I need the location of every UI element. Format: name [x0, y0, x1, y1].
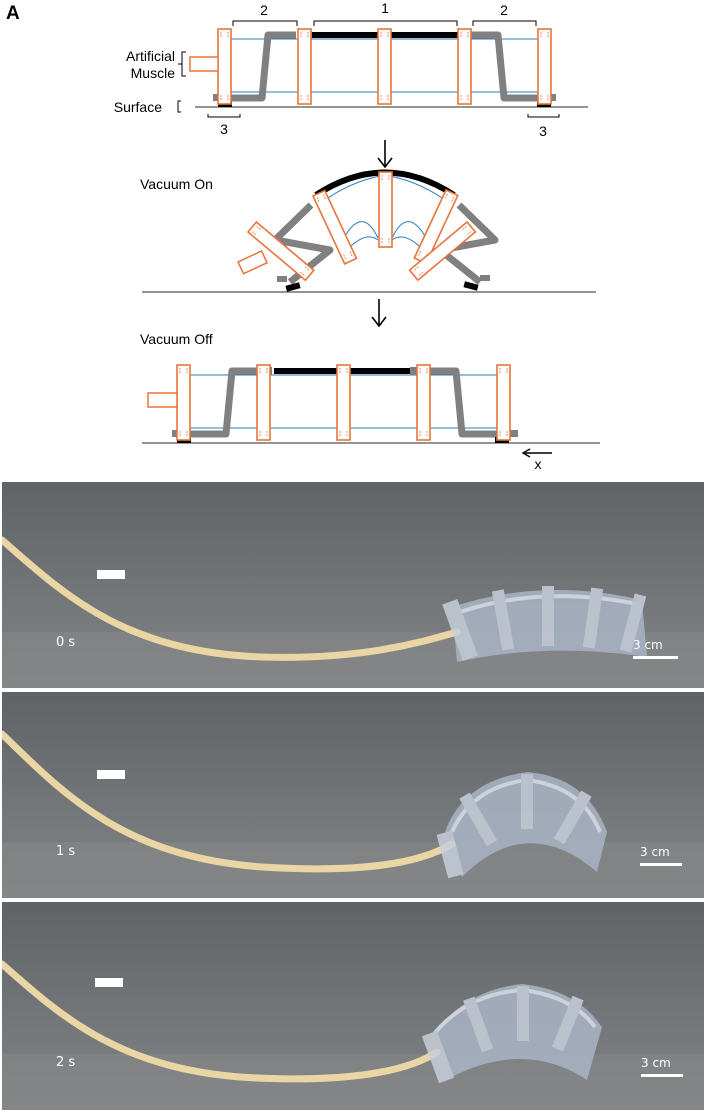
time-label-1s: 1 s [56, 844, 76, 859]
time-label-2s: 2 s [56, 1055, 76, 1070]
displacement-label: x [535, 456, 542, 472]
photo-frame-1s: 1 s 3 cm [2, 692, 704, 898]
state-vacuum-on [142, 169, 596, 293]
robot-body [442, 586, 647, 662]
panel-a-letter: A [6, 3, 20, 24]
surface-label: Surface [114, 99, 162, 115]
vacuum-on-label: Vacuum On [140, 176, 213, 192]
photo-scene-2s [2, 902, 704, 1110]
time-label-0s: 0 s [56, 635, 76, 650]
schematic-svg: 2 1 2 3 3 Artificial Muscle Surface Vacu… [114, 0, 600, 472]
vacuum-tube-1s [2, 730, 456, 873]
scale-text-2s: 3 cm [641, 1056, 671, 1070]
state-vacuum-off: x [142, 364, 600, 472]
vacuum-off-label: Vacuum Off [140, 331, 213, 347]
muscle-label: Muscle [131, 65, 176, 81]
scale-text-1s: 3 cm [640, 845, 670, 859]
photo-frame-0s: 0 s 3 cm [2, 482, 704, 688]
bracket-3-left-label: 3 [220, 121, 228, 137]
marker-rectangle-2s [95, 978, 123, 987]
photo-frame-2s: 2 s 3 cm [2, 902, 704, 1110]
left-leg [222, 31, 296, 102]
marker-rectangle [97, 570, 125, 579]
photo-scene-1s [2, 692, 704, 898]
arrow-down-icon-2 [371, 299, 387, 328]
scale-text-0s: 3 cm [633, 638, 663, 652]
bracket-2-left-label: 2 [260, 2, 268, 18]
scale-bar-1s [640, 863, 682, 866]
bracket-2-right-label: 2 [500, 2, 508, 18]
marker-rectangle-1s [97, 770, 125, 779]
bracket-3-right-label: 3 [539, 123, 547, 139]
robot-body-2s [421, 984, 602, 1084]
vacuum-tube-2s [2, 960, 441, 1083]
state-rest: 2 1 2 3 3 Artificial Muscle Surface [114, 0, 588, 139]
panel-a-schematic: 2 1 2 3 3 Artificial Muscle Surface Vacu… [0, 0, 706, 480]
robot-body-1s [436, 772, 607, 879]
right-leg [470, 31, 544, 102]
scale-bar-2s [641, 1074, 683, 1077]
arrow-down-icon [377, 140, 393, 169]
artificial-label: Artificial [126, 48, 175, 64]
bracket-1-label: 1 [381, 0, 389, 16]
artificial-muscle-box [189, 56, 219, 72]
scale-bar-0s [633, 656, 678, 659]
vacuum-tube [2, 536, 461, 661]
photo-scene-0s [2, 482, 704, 688]
